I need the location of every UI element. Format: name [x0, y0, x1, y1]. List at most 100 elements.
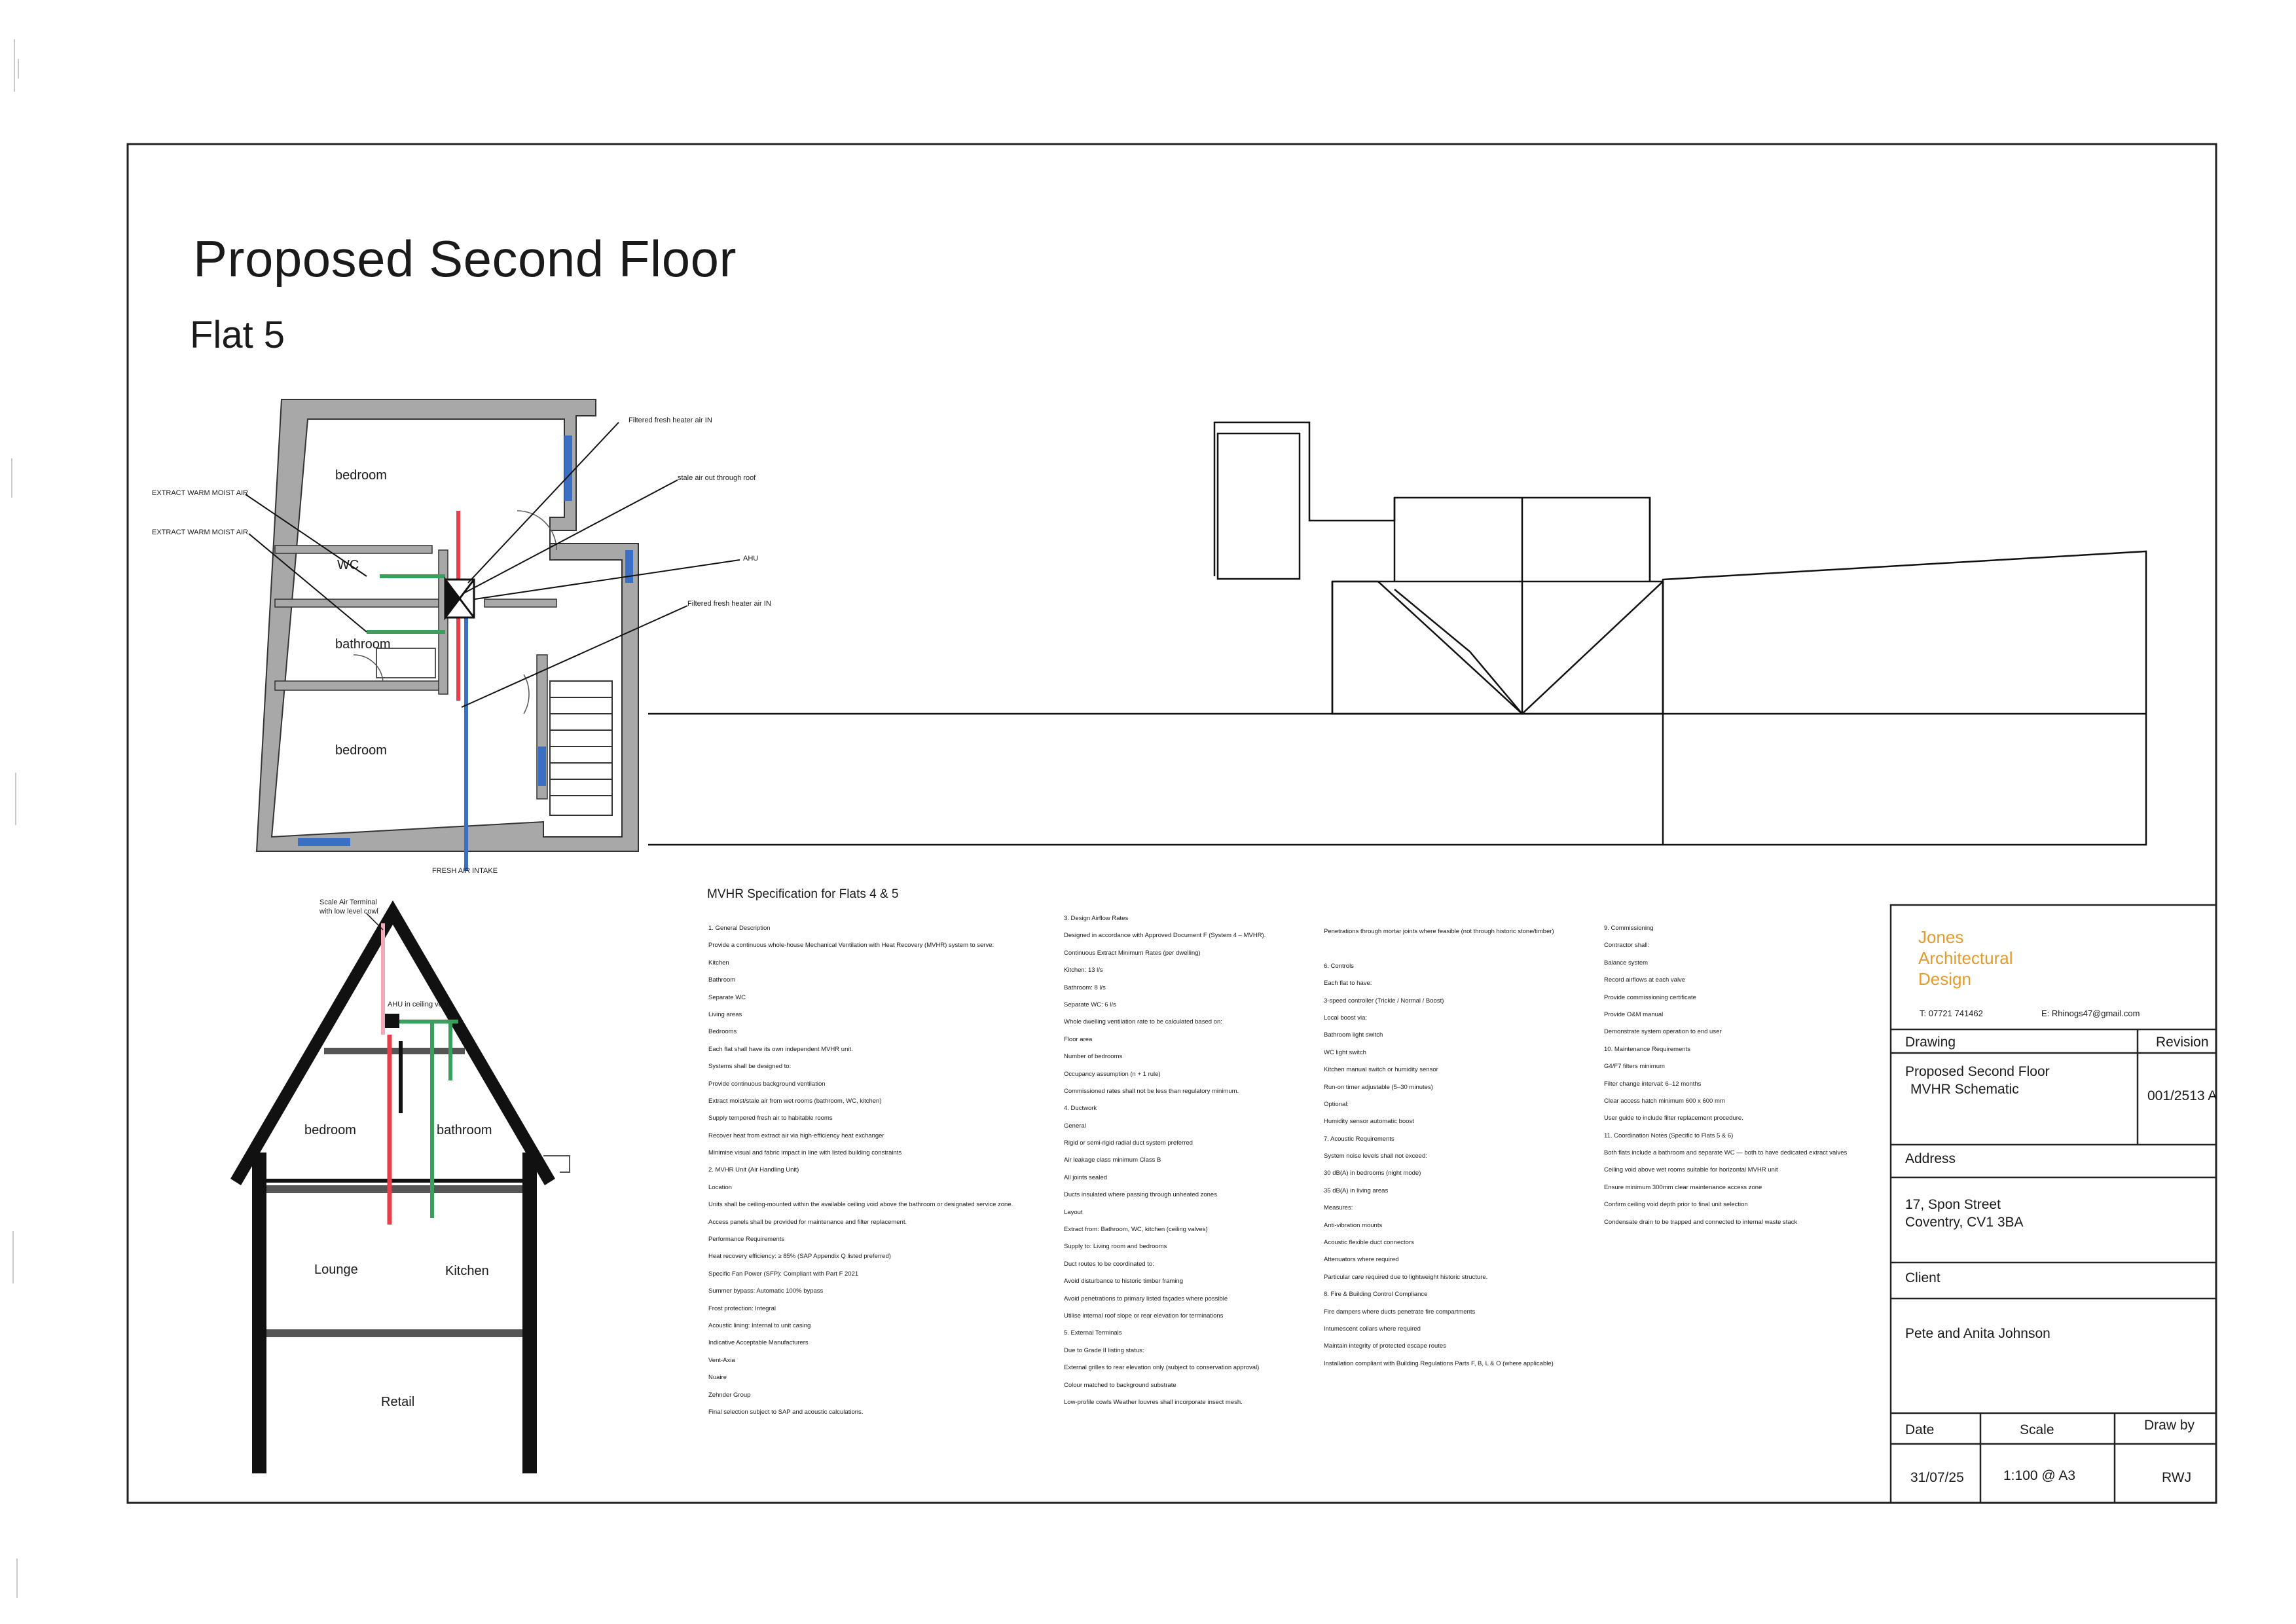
spec-line: External grilles to rear elevation only …	[1064, 1364, 1260, 1372]
spec-column-3: Penetrations through mortar joints where…	[1324, 923, 1554, 1373]
spec-line: G4/F7 filters minimum	[1604, 1063, 1665, 1071]
spec-line: Extract moist/stale air from wet rooms (…	[708, 1097, 882, 1105]
spec-line: 7. Acoustic Requirements	[1324, 1135, 1394, 1143]
spec-line: 30 dB(A) in bedrooms (night mode)	[1324, 1170, 1421, 1177]
spec-line: 11. Coordination Notes (Specific to Flat…	[1604, 1132, 1734, 1139]
spec-line: Living areas	[708, 1010, 742, 1018]
spec-line: Floor area	[1064, 1035, 1093, 1043]
spec-line: Installation compliant with Building Reg…	[1324, 1359, 1554, 1367]
label-terminal-1: Scale Air Terminal	[319, 898, 377, 906]
spec-line: 4. Ductwork	[1064, 1105, 1097, 1113]
spec-line: 3. Design Airflow Rates	[1064, 915, 1129, 922]
tb-address-line-2: Coventry, CV1 3BA	[1905, 1215, 2024, 1230]
spec-line: Utilise internal roof slope or rear elev…	[1064, 1312, 1224, 1320]
plan-window-1	[564, 435, 572, 501]
spec-line: Separate WC	[708, 993, 746, 1001]
spec-line: Local boost via:	[1324, 1014, 1368, 1022]
label-filtered-fresh-bottom: Filtered fresh heater air IN	[687, 600, 771, 608]
spec-line: Provide commissioning certificate	[1604, 993, 1696, 1001]
spec-line: 2. MVHR Unit (Air Handling Unit)	[708, 1166, 799, 1174]
label-extract-2: EXTRACT WARM MOIST AIR	[152, 528, 249, 536]
firm-line-2: Architectural	[1918, 948, 2013, 968]
plan-wall-hall	[484, 599, 557, 608]
spec-line: Specific Fan Power (SFP): Compliant with…	[708, 1270, 859, 1278]
spec-line: Provide continuous background ventilatio…	[708, 1080, 826, 1088]
spec-line: Summer bypass: Automatic 100% bypass	[708, 1287, 824, 1295]
spec-line: Ceiling void above wet rooms suitable fo…	[1604, 1166, 1778, 1174]
spec-line: Occupancy assumption (n + 1 rule)	[1064, 1070, 1161, 1078]
spec-line: WC light switch	[1324, 1048, 1366, 1056]
spec-line: Due to Grade II listing status:	[1064, 1346, 1144, 1354]
label-ahu-void: AHU in ceiling void	[388, 1001, 448, 1008]
plan-wall-wc	[274, 545, 433, 554]
plan-bath-fixture	[376, 648, 436, 678]
spec-line: Confirm ceiling void depth prior to fina…	[1604, 1201, 1748, 1209]
spec-line: Layout	[1064, 1208, 1083, 1216]
spec-line: Number of bedrooms	[1064, 1053, 1123, 1061]
tb-address-label: Address	[1905, 1151, 1956, 1166]
floor-plan	[245, 399, 740, 871]
firm-email: E: Rhinogs47@gmail.com	[2041, 1008, 2140, 1018]
plan-wall-vertical	[438, 549, 448, 695]
plan-window-3	[298, 838, 350, 846]
spec-line: Location	[708, 1183, 732, 1191]
spec-line: Avoid disturbance to historic timber fra…	[1064, 1278, 1183, 1285]
spec-line: Balance system	[1604, 959, 1649, 967]
spec-line: Penetrations through mortar joints where…	[1324, 928, 1554, 935]
spec-line: Designed in accordance with Approved Doc…	[1064, 932, 1266, 940]
spec-line: Bathroom: 8 l/s	[1064, 984, 1106, 991]
flat-label: Flat 5	[190, 314, 285, 356]
spec-line: Anti-vibration mounts	[1324, 1221, 1383, 1229]
tb-drawby-value: RWJ	[2162, 1470, 2192, 1485]
spec-line: Duct routes to be coordinated to:	[1064, 1260, 1154, 1268]
firm-name: Jones Architectural Design	[1918, 927, 2013, 989]
tb-date-label: Date	[1905, 1422, 1935, 1437]
spec-line: Fire dampers where ducts penetrate fire …	[1324, 1308, 1476, 1316]
section-floor-mid	[266, 1179, 522, 1183]
spec-line: Continuous Extract Minimum Rates (per dw…	[1064, 949, 1201, 957]
spec-line: Colour matched to background substrate	[1064, 1381, 1176, 1389]
spec-line: Extract from: Bathroom, WC, kitchen (cei…	[1064, 1226, 1208, 1234]
sheet-border	[126, 143, 2217, 1504]
label-fresh-air-intake: FRESH AIR INTAKE	[432, 867, 498, 875]
spec-line: 1. General Description	[708, 925, 771, 932]
section-room-kitchen: Kitchen	[445, 1264, 489, 1278]
spec-line: Run-on timer adjustable (5–30 minutes)	[1324, 1083, 1433, 1091]
spec-line: Measures:	[1324, 1204, 1353, 1212]
room-bedroom-bottom: bedroom	[335, 743, 387, 758]
plan-wall-bath-top	[274, 599, 439, 608]
spec-line: Indicative Acceptable Manufacturers	[708, 1339, 809, 1347]
spec-line: Both flats include a bathroom and separa…	[1604, 1149, 1848, 1157]
spec-line: Demonstrate system operation to end user	[1604, 1028, 1722, 1036]
spec-line: Provide O&M manual	[1604, 1010, 1664, 1018]
spec-line: Frost protection: Integral	[708, 1304, 776, 1312]
spec-line: Contractor shall:	[1604, 942, 1650, 950]
section-wall-left	[252, 1153, 266, 1473]
label-extract-1: EXTRACT WARM MOIST AIR	[152, 489, 249, 497]
spec-line: Minimise visual and fabric impact in lin…	[708, 1149, 902, 1157]
section-room-lounge: Lounge	[314, 1263, 358, 1277]
spec-line: Acoustic flexible duct connectors	[1324, 1239, 1414, 1247]
drawing-title: Proposed Second Floor	[193, 230, 737, 287]
plan-stairs	[549, 680, 613, 816]
label-terminal-2: with low level cowl	[319, 908, 378, 915]
spec-line: 5. External Terminals	[1064, 1329, 1122, 1337]
section-room-bedroom: bedroom	[304, 1123, 356, 1137]
spec-line: Bedrooms	[708, 1028, 737, 1036]
room-wc: WC	[337, 558, 359, 572]
spec-line: Kitchen: 13 l/s	[1064, 967, 1103, 974]
spec-line: Avoid penetrations to primary listed faç…	[1064, 1295, 1228, 1302]
scan-marks	[11, 39, 19, 1598]
tb-revision-value: 001/2513 A	[2147, 1088, 2217, 1103]
spec-line: Systems shall be designed to:	[708, 1063, 792, 1071]
label-stale-air-out: stale air out through roof	[678, 474, 756, 482]
spec-line: Acoustic lining: Internal to unit casing	[708, 1321, 811, 1329]
spec-line: Bathroom	[708, 976, 736, 984]
spec-line: Provide a continuous whole-house Mechani…	[708, 942, 994, 950]
firm-line-3: Design	[1918, 969, 1971, 989]
spec-line: Each flat shall have its own independent…	[708, 1045, 853, 1053]
spec-line: 9. Commissioning	[1604, 925, 1654, 932]
spec-line: Nuaire	[708, 1374, 727, 1382]
section-room-retail: Retail	[381, 1395, 415, 1409]
